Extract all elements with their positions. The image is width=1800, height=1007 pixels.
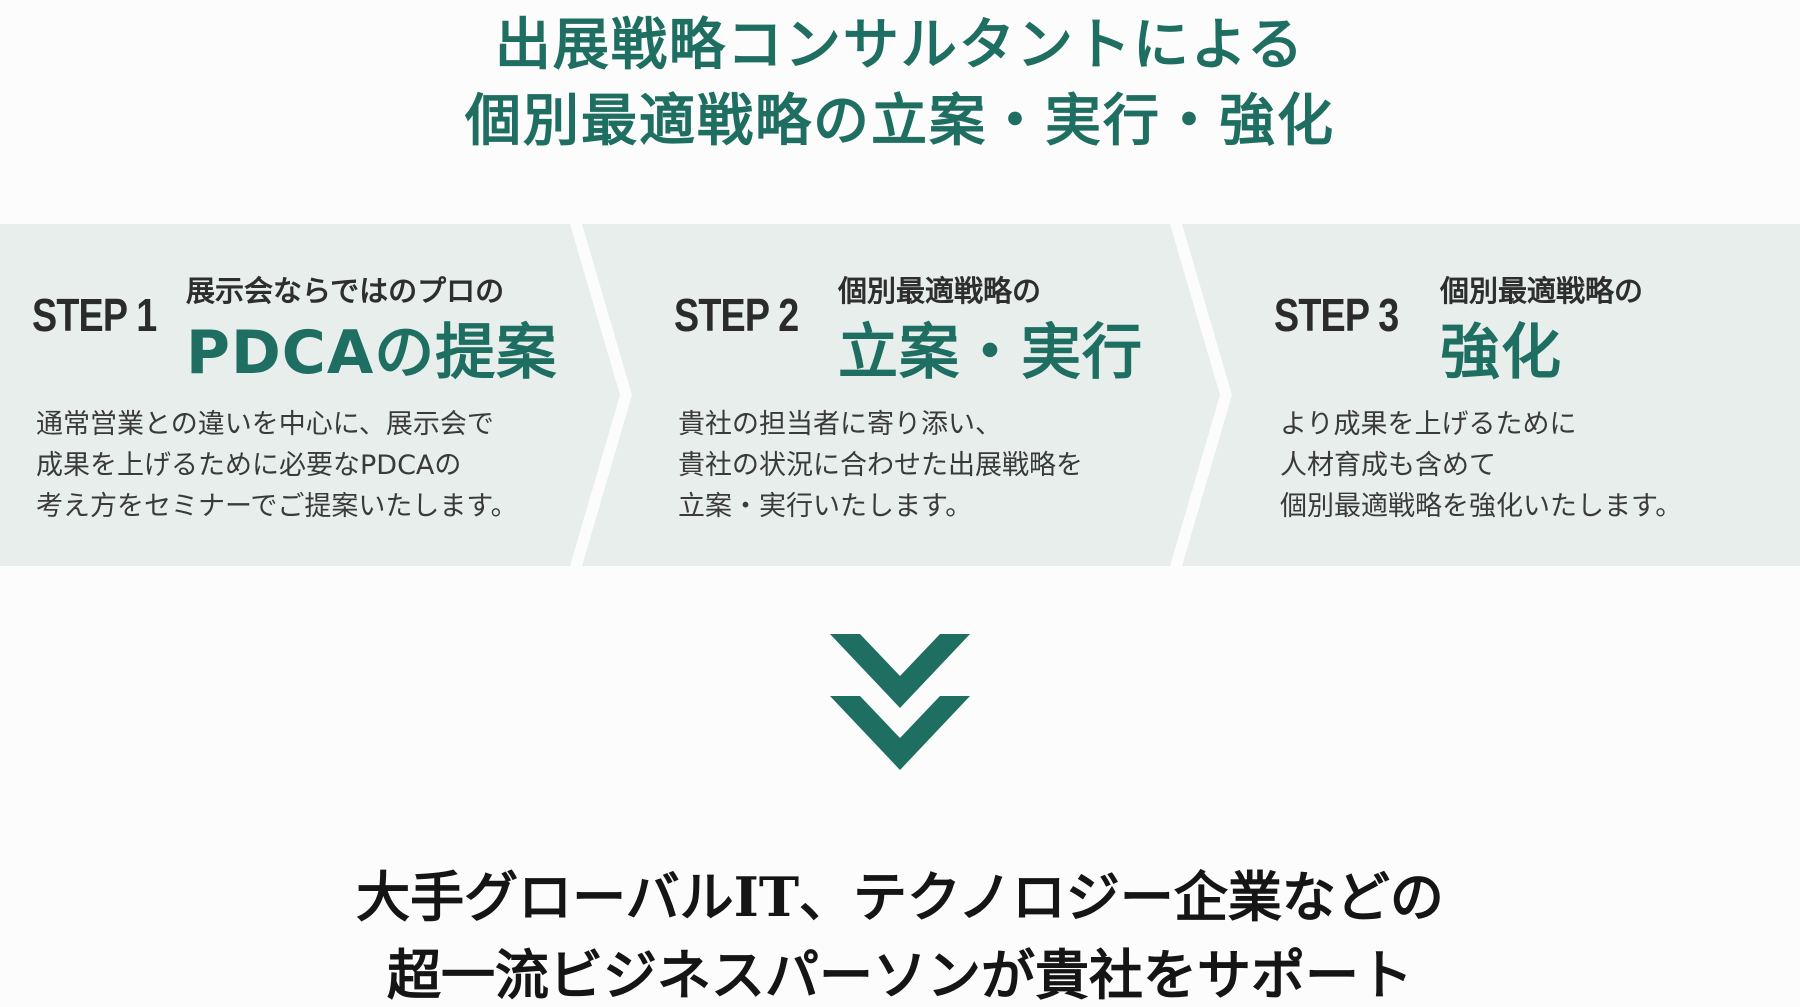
steps-band: STEP 1 展示会ならではのプロの PDCAの提案 通常営業との違いを中心に、… <box>0 224 1800 566</box>
step-1: STEP 1 展示会ならではのプロの PDCAの提案 通常営業との違いを中心に、… <box>0 224 580 566</box>
step1-panel <box>0 224 620 566</box>
steps-background <box>0 224 1800 566</box>
step-3-desc-line: より成果を上げるために <box>1280 409 1577 440</box>
headline-line1: 出展戦略コンサルタントによる <box>494 13 1306 78</box>
step-3-title: 強化 <box>1440 318 1562 388</box>
closing-line2: 超一流ビジネスパーソンが貴社をサポート <box>387 943 1413 1007</box>
step-3-label: STEP 3 <box>1274 289 1399 341</box>
step-1-label: STEP 1 <box>32 289 157 341</box>
step-3-description: より成果を上げるために 人材育成も含めて 個別最適戦略を強化いたします。 <box>1280 404 1682 527</box>
closing-line1: 大手グローバルIT、テクノロジー企業などの <box>356 865 1444 929</box>
step-1-description: 通常営業との違いを中心に、展示会で 成果を上げるために必要なPDCAの 考え方を… <box>36 404 518 527</box>
step-1-desc-line: 通常営業との違いを中心に、展示会で <box>36 409 494 440</box>
step-2-subtitle: 個別最適戦略の <box>838 274 1042 308</box>
step-1-desc-line: 成果を上げるために必要なPDCAの <box>36 450 462 481</box>
step-1-desc-line: 考え方をセミナーでご提案いたします。 <box>36 491 518 522</box>
closing-message: 大手グローバルIT、テクノロジー企業などの 超一流ビジネスパーソンが貴社をサポー… <box>0 858 1800 1007</box>
step-3: STEP 3 個別最適戦略の 強化 より成果を上げるために 人材育成も含めて 個… <box>1200 224 1800 566</box>
step-2-desc-line: 立案・実行いたします。 <box>678 491 973 522</box>
step-2-label: STEP 2 <box>674 289 799 341</box>
step-2-desc-line: 貴社の担当者に寄り添い、 <box>678 409 1002 440</box>
step-2: STEP 2 個別最適戦略の 立案・実行 貴社の担当者に寄り添い、 貴社の状況に… <box>600 224 1180 566</box>
step-2-description: 貴社の担当者に寄り添い、 貴社の状況に合わせた出展戦略を 立案・実行いたします。 <box>678 404 1083 527</box>
double-chevron-down-icon <box>820 630 980 784</box>
step3-panel <box>1182 224 1800 566</box>
step2-panel <box>582 224 1220 566</box>
step-3-desc-line: 人材育成も含めて <box>1280 450 1496 481</box>
step-1-subtitle: 展示会ならではのプロの <box>186 274 505 308</box>
headline-line2: 個別最適戦略の立案・実行・強化 <box>465 89 1335 154</box>
step-3-subtitle: 個別最適戦略の <box>1440 274 1644 308</box>
step-1-title: PDCAの提案 <box>186 318 558 388</box>
headline: 出展戦略コンサルタントによる 個別最適戦略の立案・実行・強化 <box>0 8 1800 160</box>
step-2-title: 立案・実行 <box>838 318 1143 388</box>
step-2-desc-line: 貴社の状況に合わせた出展戦略を <box>678 450 1083 481</box>
step-3-desc-line: 個別最適戦略を強化いたします。 <box>1280 491 1683 522</box>
